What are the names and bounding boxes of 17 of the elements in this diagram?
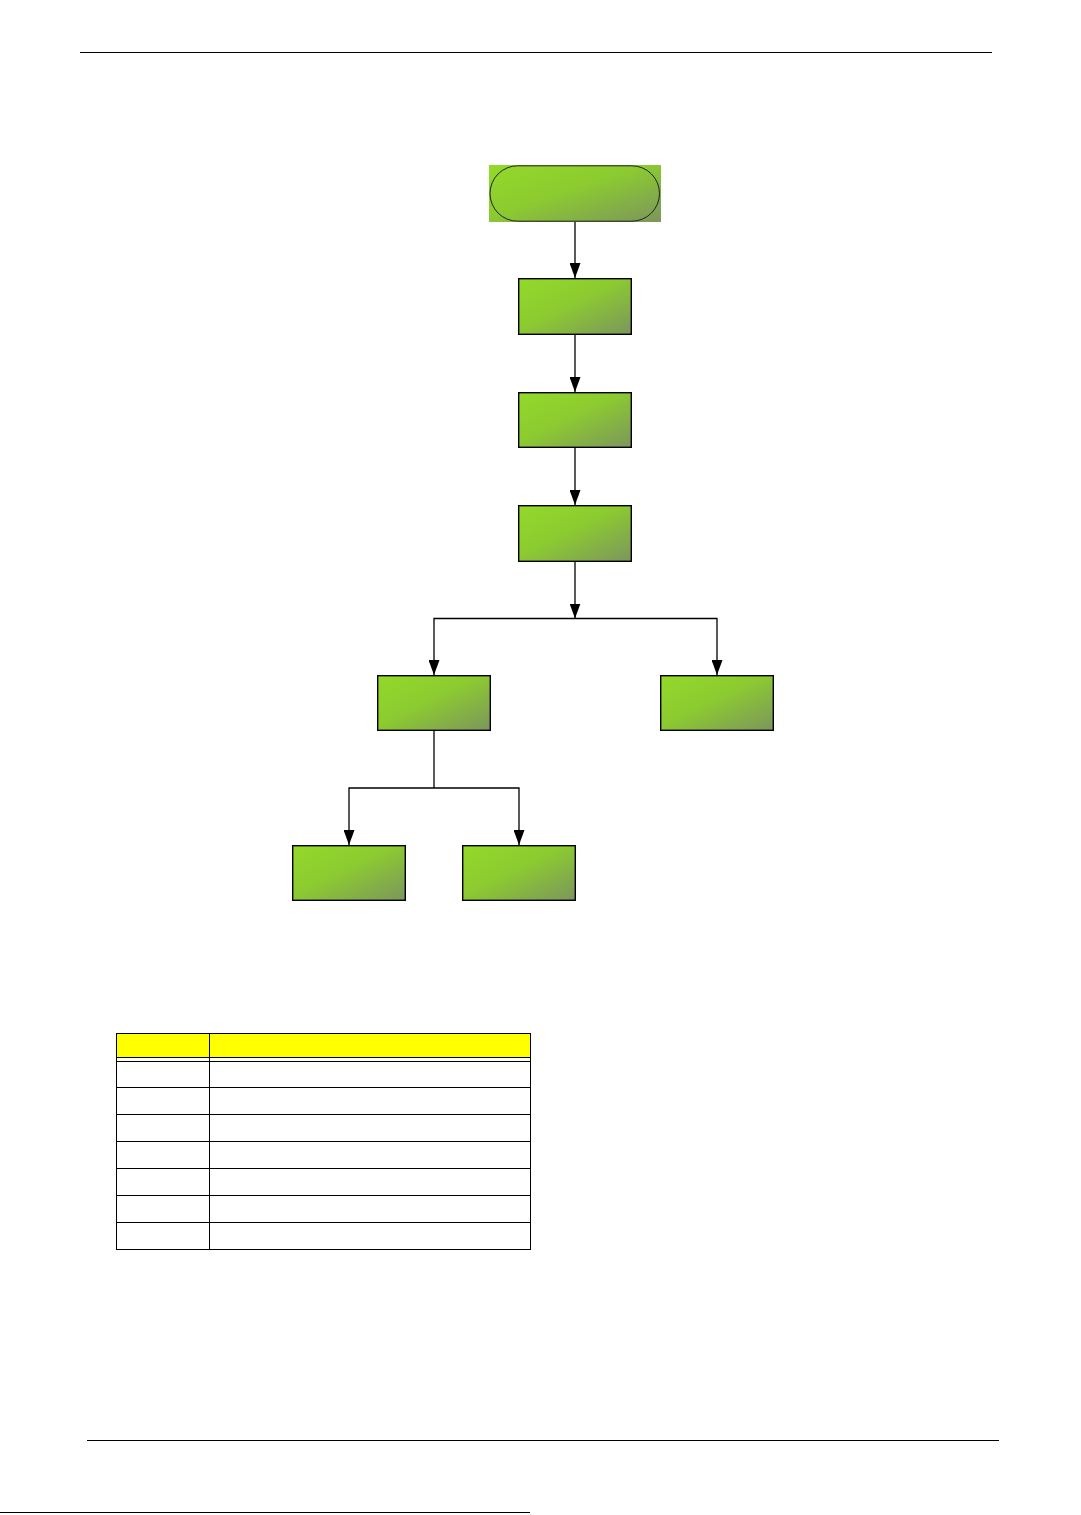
arrow [433,787,525,846]
connector-line [433,730,435,789]
arrow [569,221,581,279]
arrow [574,617,723,676]
process-box [518,392,632,448]
arrow [343,787,435,846]
process-box [377,675,491,731]
arrow [569,447,581,506]
terminator-shape [489,165,661,222]
process-box [518,505,632,562]
arrow [569,561,581,620]
process-box [660,675,774,731]
arrow [569,334,581,393]
process-box [518,278,632,335]
process-box [292,845,406,901]
arrow [428,617,576,676]
process-box [462,845,576,901]
